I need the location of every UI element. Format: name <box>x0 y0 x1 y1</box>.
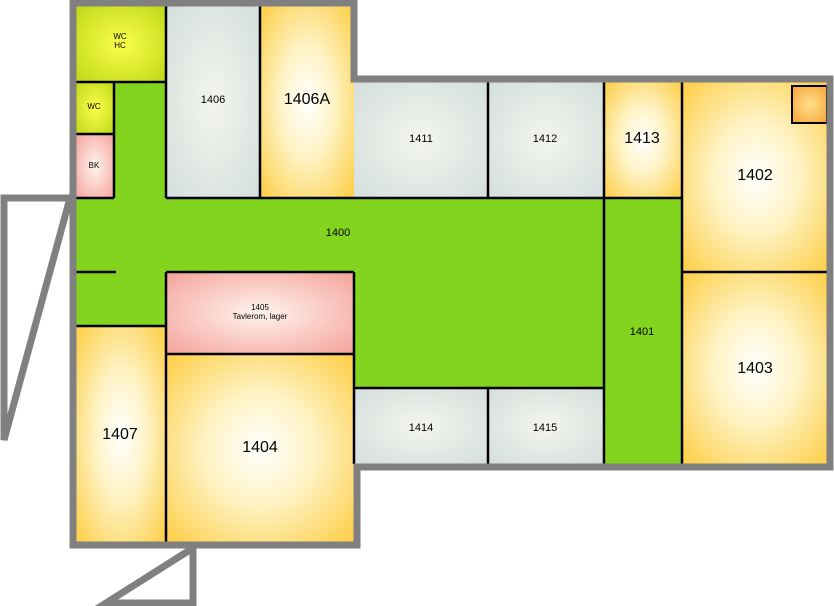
label-1412: 1412 <box>533 133 557 145</box>
room-1415[interactable] <box>488 388 604 464</box>
label-1402: 1402 <box>737 167 773 184</box>
label-1415: 1415 <box>533 422 557 434</box>
room-1404[interactable] <box>166 354 354 544</box>
room-wc[interactable] <box>76 82 114 134</box>
label-1406: 1406 <box>201 94 225 106</box>
room-1405[interactable] <box>166 272 354 354</box>
label-1404: 1404 <box>242 439 278 456</box>
label-1405-name: Tavlerom, lager <box>233 312 288 321</box>
room-1414[interactable] <box>354 388 488 464</box>
label-1405-number: 1405 <box>251 303 269 312</box>
label-1414: 1414 <box>409 422 433 434</box>
label-1401: 1401 <box>630 326 654 338</box>
room-1413[interactable] <box>604 82 682 198</box>
outer-wall <box>69 0 834 549</box>
room-1407[interactable] <box>76 326 166 544</box>
label-1403: 1403 <box>737 360 773 377</box>
room-wc-hc[interactable] <box>76 6 166 82</box>
room-1401[interactable] <box>604 198 682 464</box>
label-1406a: 1406A <box>284 91 331 108</box>
room-1406[interactable] <box>166 6 260 198</box>
fixture-square <box>791 85 828 124</box>
label-bk: BK <box>89 161 100 170</box>
stair-left <box>0 194 74 441</box>
stair-bottom <box>94 545 197 606</box>
label-1413: 1413 <box>624 130 660 147</box>
label-wc-hc-1: WC <box>113 32 127 41</box>
room-1411[interactable] <box>354 82 488 198</box>
label-wc: WC <box>87 102 101 111</box>
room-1412[interactable] <box>488 82 604 198</box>
label-wc-hc-2: HC <box>114 41 126 50</box>
room-1403[interactable] <box>682 272 830 464</box>
room-bk[interactable] <box>76 134 114 198</box>
label-1400: 1400 <box>326 227 350 239</box>
label-1407: 1407 <box>102 426 138 443</box>
room-1400[interactable] <box>76 82 604 388</box>
inner-walls <box>76 6 830 544</box>
label-1411: 1411 <box>409 133 433 145</box>
room-1406a[interactable] <box>260 6 354 198</box>
